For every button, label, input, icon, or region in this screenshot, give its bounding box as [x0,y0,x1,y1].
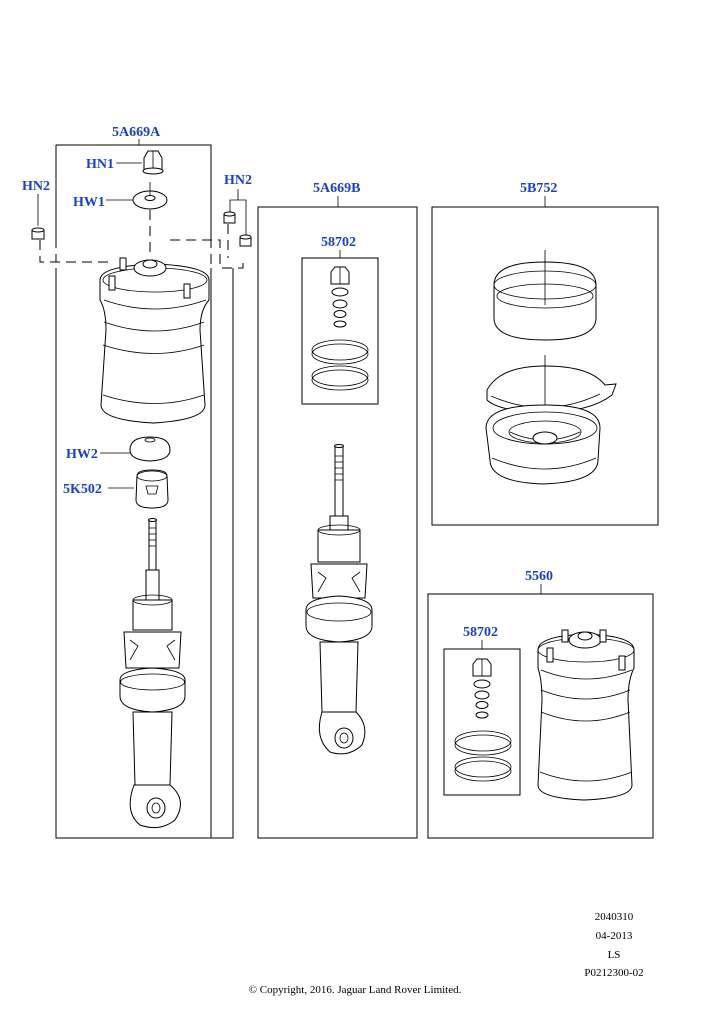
left-shock-absorber[interactable] [119,518,186,829]
diagram-date: 04-2013 [596,930,633,942]
diagram-meta: 2040310 04-2013 LS P0212300-02 © Copyrig… [249,911,644,996]
callout-58702-right[interactable]: 58702 [463,625,498,640]
hw2-cap[interactable] [129,436,171,462]
callout-5560[interactable]: 5560 [525,569,553,584]
bottom-right-assembly-group: 5560 58702 [427,569,654,839]
hn2-right-nut-a[interactable] [223,211,236,224]
left-assembly-group: 5A669A HN1 HW1 HN2 [22,125,252,839]
left-dashed-outline [39,239,244,269]
diagram-number: 2040310 [595,911,634,923]
5k502-bump-stop[interactable] [135,469,169,509]
callout-5a669b[interactable]: 5A669B [313,181,360,196]
left-assembly-frame [55,144,212,839]
hn2-left-nut[interactable] [31,227,45,240]
callout-hn2-left[interactable]: HN2 [22,179,50,194]
middle-assembly-group: 5A669B 58702 [257,181,418,839]
top-right-frame [431,206,659,526]
hw1-washer[interactable] [132,182,168,210]
callout-hn2-right[interactable]: HN2 [224,173,252,188]
right-kit-frame [443,648,521,796]
middle-kit-frame [301,257,379,405]
left-air-spring[interactable] [99,257,210,424]
5b752-upper-ring[interactable] [493,250,597,341]
hn2-right-nut-b[interactable] [239,234,252,247]
middle-kit-seals[interactable] [311,266,369,391]
callout-5b752[interactable]: 5B752 [520,181,557,196]
5b752-lower-seat[interactable] [485,404,601,485]
middle-shock-absorber[interactable] [305,444,373,755]
hn1-nut[interactable] [142,150,164,175]
callout-hn1[interactable]: HN1 [86,157,114,172]
5560-air-spring[interactable] [537,629,635,801]
diagram-reference: P0212300-02 [584,967,643,979]
diagram-code: LS [608,949,621,961]
bottom-right-frame [427,593,654,839]
middle-assembly-frame [257,206,418,839]
callout-5a669a[interactable]: 5A669A [112,125,161,140]
right-kit-seals[interactable] [454,658,512,782]
callout-5k502[interactable]: 5K502 [63,482,102,497]
left-tall-frame [211,268,234,839]
top-right-assembly-group: 5B752 [431,181,659,526]
callout-58702-middle[interactable]: 58702 [321,235,356,250]
callout-hw1[interactable]: HW1 [73,195,105,210]
callout-hw2[interactable]: HW2 [66,447,98,462]
copyright: © Copyright, 2016. Jaguar Land Rover Lim… [249,984,462,996]
